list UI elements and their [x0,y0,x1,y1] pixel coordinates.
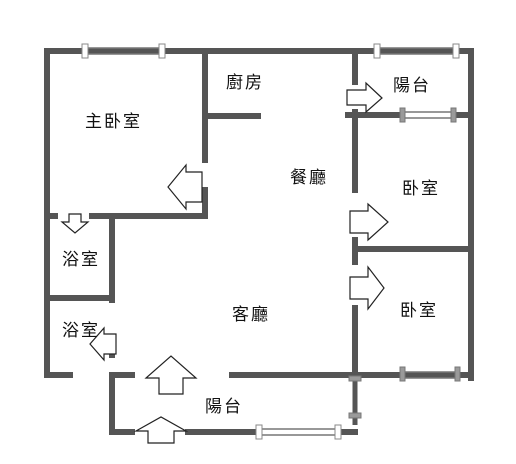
arrow-left-icon [89,326,117,362]
window-top-right [373,43,460,59]
label-dining-room: 餐廳 [290,168,328,188]
arrow-down-icon [60,213,90,234]
arrow-right-icon [349,202,389,242]
label-bedroom-2: 卧室 [400,301,438,321]
label-bathroom-2: 浴室 [62,321,100,341]
window-balcony-bedroom [399,107,457,123]
window-balcony-bottom [255,424,342,440]
arrow-up-icon [133,416,189,444]
label-bedroom-1: 卧室 [402,179,440,199]
walls [44,48,474,435]
window-balcony-side [348,375,362,419]
label-master-bedroom: 主卧室 [85,112,142,132]
arrow-left-icon [167,163,203,211]
windows [81,43,461,440]
window-bottom-right [399,366,461,382]
window-top-left [81,43,166,59]
label-kitchen: 廚房 [226,73,264,93]
label-bathroom-1: 浴室 [62,250,100,270]
label-balcony-top: 陽台 [393,76,431,96]
label-living-room: 客廳 [232,305,270,325]
arrows [60,81,389,444]
label-balcony-bottom: 陽台 [205,397,243,417]
arrow-right-icon [349,265,385,311]
arrow-up-icon [144,355,198,395]
arrow-right-icon [346,81,383,114]
